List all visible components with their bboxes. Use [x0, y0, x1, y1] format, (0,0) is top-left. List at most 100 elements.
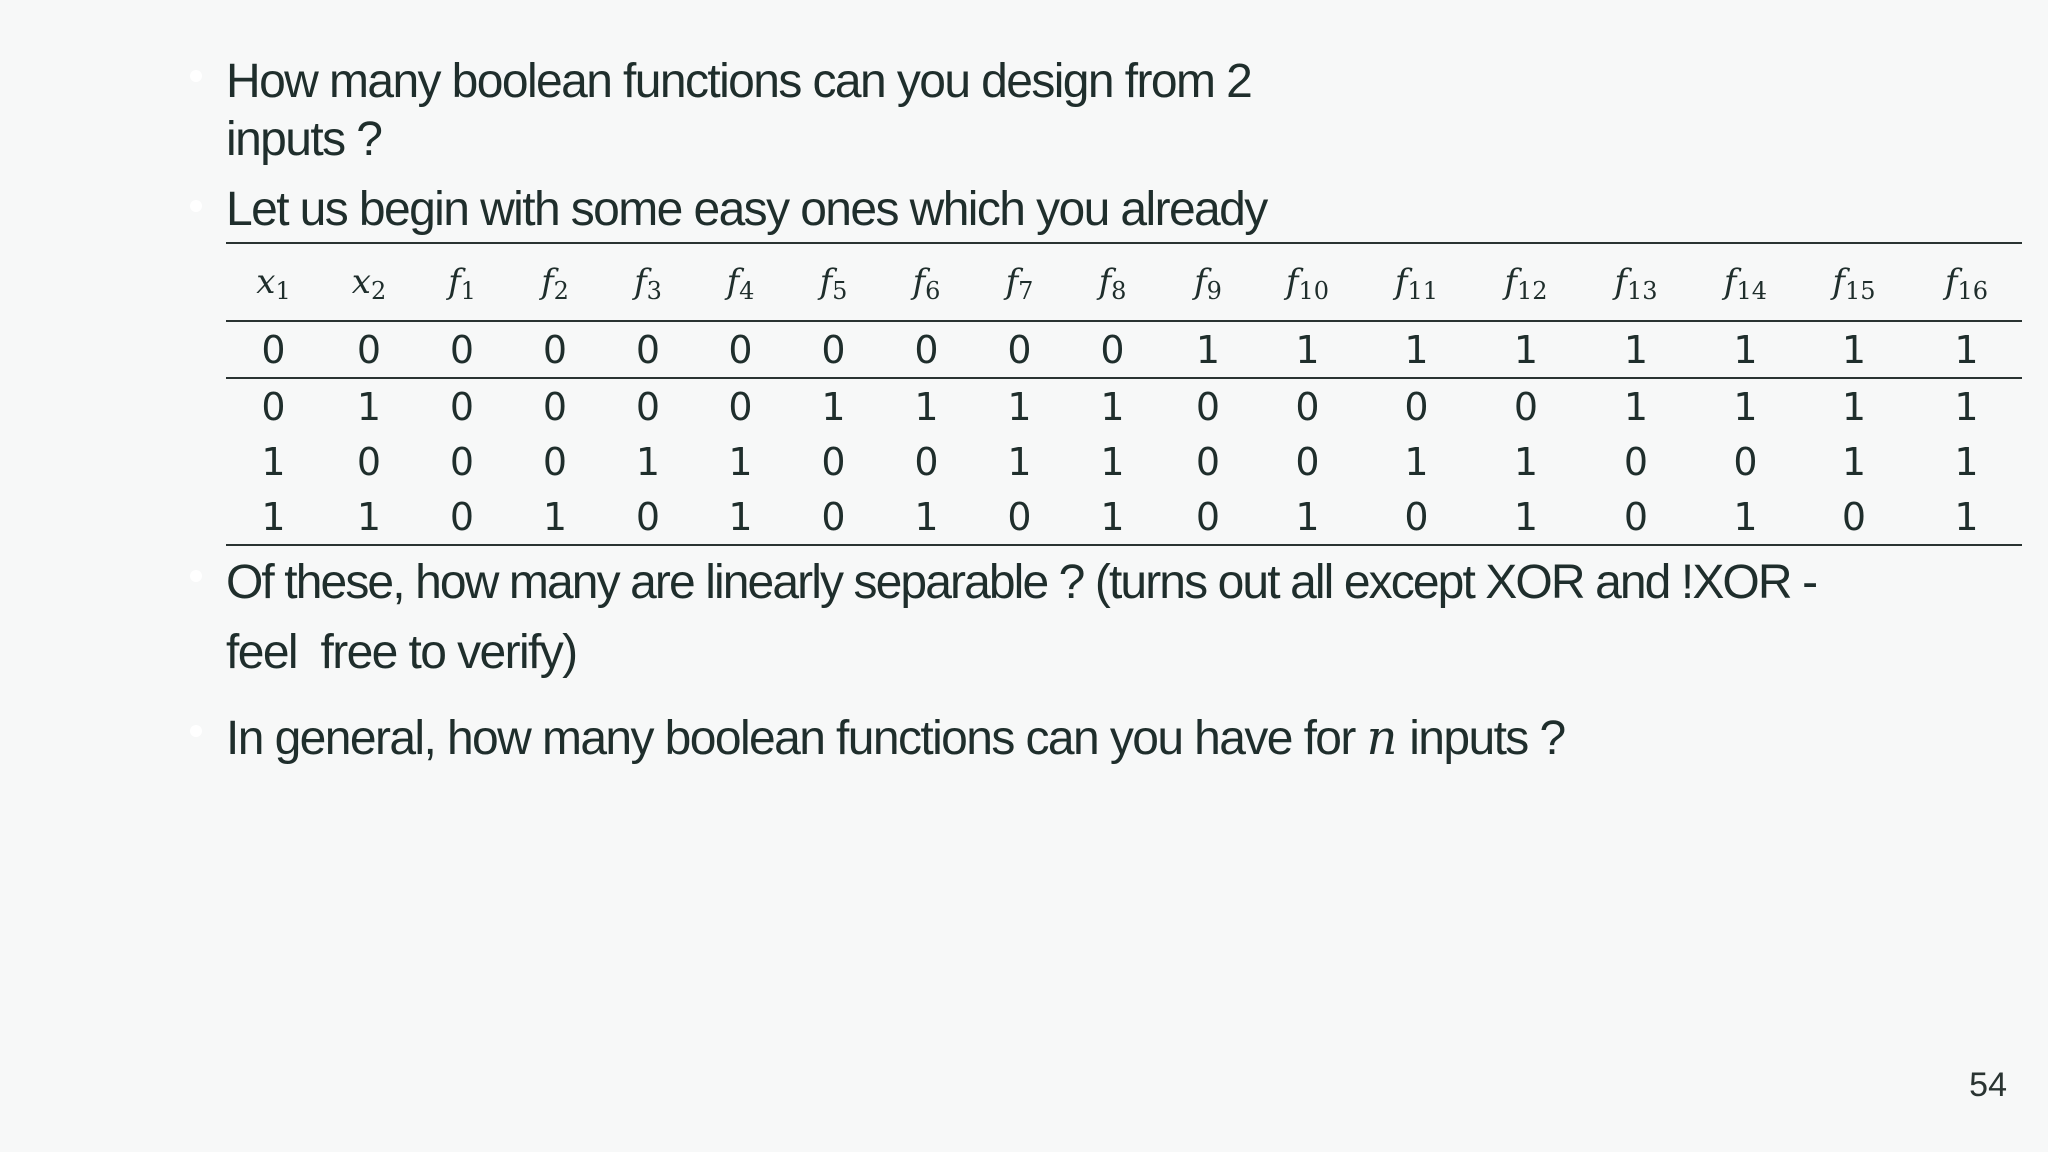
table-cell: 1 [914, 384, 939, 429]
header-symbol: f [912, 262, 926, 302]
table-cell: 1 [1623, 384, 1649, 429]
header-subscript: 7 [1018, 277, 1034, 305]
header-f16: f16 [1911, 243, 2022, 321]
table-cell: 0 [879, 321, 974, 379]
header-f14: f14 [1694, 243, 1797, 321]
header-f11: f11 [1359, 243, 1474, 321]
header-symbol: f [1098, 262, 1112, 302]
header-f9: f9 [1160, 243, 1256, 321]
header-subscript: 11 [1407, 277, 1439, 305]
header-symbol: f [726, 262, 740, 302]
table-cell: 1 [1256, 489, 1359, 546]
header-subscript: 3 [646, 277, 662, 305]
table-cell: 1 [1694, 489, 1797, 546]
header-f1: f1 [417, 243, 507, 321]
header-subscript: 2 [370, 277, 387, 305]
header-symbol: x [256, 262, 276, 302]
table-cell: 1 [1474, 489, 1578, 546]
table-cell: 1 [1954, 384, 1979, 429]
header-x1: x1 [226, 243, 321, 321]
table-cell: 0 [788, 489, 879, 546]
header-subscript: 14 [1736, 277, 1768, 305]
header-symbol: f [1005, 262, 1019, 302]
header-f10: f10 [1256, 243, 1359, 321]
table-cell: 0 [1404, 384, 1429, 429]
table-cell: 1 [1841, 439, 1867, 484]
table-cell: 0 [417, 489, 507, 546]
table-cell: 1 [821, 384, 846, 429]
table-cell: 1 [1911, 489, 2022, 546]
table-cell: 0 [693, 321, 788, 379]
header-subscript: 15 [1845, 277, 1876, 305]
table-cell: 1 [1007, 384, 1032, 429]
table-cell: 0 [1065, 321, 1160, 379]
table-cell: 0 [788, 321, 879, 379]
header-symbol: f [1194, 262, 1207, 302]
table-cell: 0 [1359, 489, 1474, 546]
table-cell: 0 [1733, 439, 1758, 484]
table-cell: 0 [321, 321, 417, 379]
header-f3: f3 [603, 243, 693, 321]
table-cell: 0 [1623, 439, 1649, 484]
bullet-text-1-line-1: How many boolean functions can you desig… [226, 55, 1253, 108]
table-cell: 0 [914, 439, 939, 484]
header-subscript: 5 [832, 277, 848, 305]
table-cell: 0 [542, 439, 568, 484]
table-cell: 0 [1797, 489, 1911, 546]
header-symbol: f [1832, 262, 1846, 302]
table-cell: 1 [879, 489, 974, 546]
header-subscript: 8 [1111, 277, 1127, 305]
bullet-dot-2 [190, 200, 202, 212]
header-f2: f2 [507, 243, 603, 321]
table-cell: 0 [1195, 439, 1221, 484]
bullet-text-3-line-2: feel free to verify) [226, 626, 578, 679]
header-symbol: f [448, 262, 461, 302]
table-cell: 1 [1733, 384, 1758, 429]
table-cell: 1 [1578, 321, 1694, 379]
table-cell: 0 [449, 439, 475, 484]
table-cell: 1 [1160, 321, 1256, 379]
header-f7: f7 [974, 243, 1065, 321]
bullet-text-3-line-1: Of these, how many are linearly separabl… [226, 556, 1818, 609]
table-cell: 1 [226, 489, 321, 546]
table-cell: 1 [1100, 384, 1125, 429]
table-cell: 0 [1195, 384, 1221, 429]
header-symbol: f [541, 262, 554, 302]
table-cell: 0 [417, 321, 507, 379]
table-cell: 1 [1841, 384, 1867, 429]
bullet-4-text-before: In general, how many boolean functions c… [226, 712, 1356, 765]
table-cell: 0 [1513, 384, 1539, 429]
page-number: 54 [1969, 1066, 2007, 1104]
table-cell: 0 [603, 321, 693, 379]
header-f15: f15 [1797, 243, 1911, 321]
header-subscript: 1 [275, 277, 291, 305]
table-cell: 1 [321, 489, 417, 546]
header-subscript: 2 [553, 277, 569, 305]
table-cell: 1 [693, 489, 788, 546]
table-cell: 1 [261, 439, 286, 484]
table-cell: 1 [635, 439, 661, 484]
table-cell: 0 [1295, 439, 1320, 484]
table-cell: 0 [728, 384, 753, 429]
bullet-text-2: Let us begin with some easy ones which y… [226, 183, 1268, 236]
header-x2: x2 [321, 243, 417, 321]
table-cell: 0 [635, 384, 661, 429]
header-subscript: 10 [1298, 277, 1330, 305]
table-cell: 0 [1295, 384, 1320, 429]
table-cell: 0 [261, 384, 286, 429]
header-subscript: 4 [739, 277, 755, 305]
table-cell: 0 [507, 321, 603, 379]
table-cell: 1 [1954, 439, 1979, 484]
table-cell: 0 [1578, 489, 1694, 546]
table-cell: 1 [1359, 321, 1474, 379]
header-symbol: f [1504, 262, 1518, 302]
table-cell: 1 [1065, 489, 1160, 546]
variable-n: n [1366, 710, 1398, 766]
table-cell: 1 [1404, 439, 1429, 484]
